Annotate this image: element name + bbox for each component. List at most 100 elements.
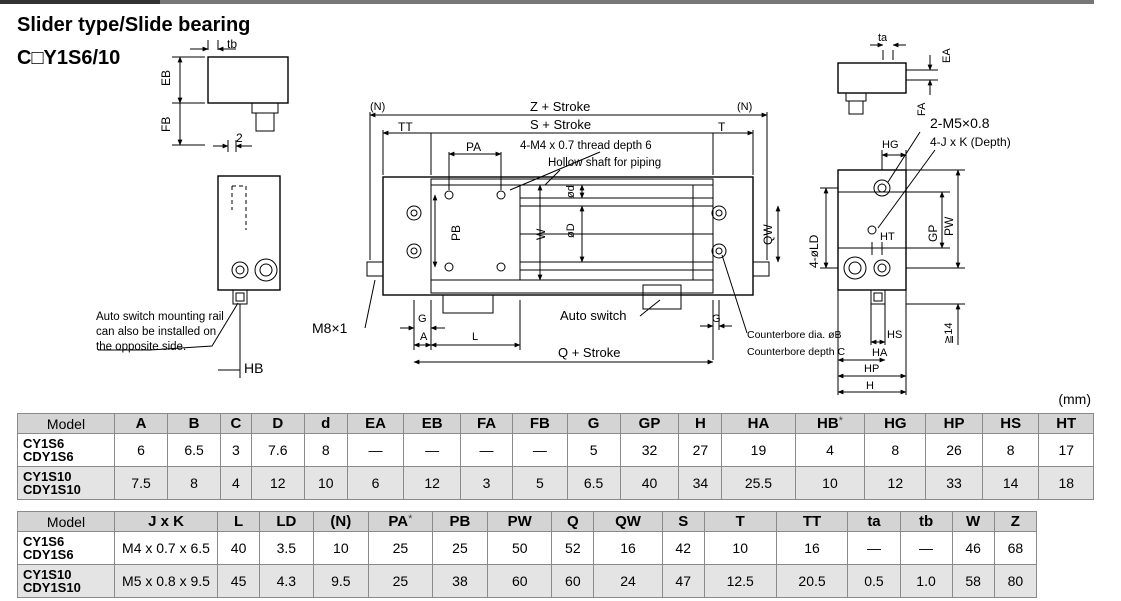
col-header: Q (551, 511, 595, 532)
table-cell: 40 (619, 466, 680, 500)
col-header: TT (775, 511, 849, 532)
table-cell: 12 (864, 466, 927, 500)
col-header: T (703, 511, 777, 532)
col-header: J x K (114, 511, 218, 532)
label-ld: 4-øLD (807, 234, 821, 268)
table-cell: 40 (216, 531, 261, 565)
table-cell: 24 (593, 564, 663, 598)
label-s-stroke: S + Stroke (530, 117, 591, 132)
label-tb: tb (227, 37, 237, 51)
rail-note-line1: Auto switch mounting rail (96, 311, 224, 323)
table-cell: 10 (794, 466, 866, 500)
table-cell: 6 (113, 433, 169, 467)
model-name: CDY1S6 (23, 547, 74, 562)
label-z-stroke: Z + Stroke (530, 99, 590, 114)
table-cell: 3 (220, 433, 252, 467)
table-cell: 25 (431, 531, 489, 565)
table-cell: 1.0 (899, 564, 953, 598)
table-cell: 18 (1038, 466, 1094, 500)
col-header: EB (403, 413, 461, 434)
label-qw: QW (761, 224, 775, 245)
table-cell: 12 (250, 466, 305, 500)
table-cell: 3 (459, 466, 514, 500)
col-header: HT (1038, 413, 1094, 434)
unit-label: (mm) (1058, 391, 1091, 407)
label-ha: HA (872, 347, 888, 359)
label-hollow: Hollow shaft for piping (548, 157, 661, 169)
table-cell: 60 (551, 564, 595, 598)
col-header: EA (346, 413, 405, 434)
left-top-view (172, 40, 289, 146)
table-cell: 38 (431, 564, 489, 598)
label-hg: HG (882, 139, 899, 151)
table-cell: 4.3 (259, 564, 314, 598)
label-cb-depth: Counterbore depth C (747, 346, 845, 358)
label-n-right: (N) (737, 101, 752, 113)
dimensions-table-1: Model A B C D d EA EB FA FB G GP H HA HB… (17, 413, 1094, 500)
label-pb: PB (449, 225, 463, 241)
footnote-mark: * (838, 415, 843, 427)
col-header: Model (17, 413, 115, 434)
table-cell: 4 (794, 433, 866, 467)
section-title: Slider type/Slide bearing (17, 14, 251, 36)
table-cell: 58 (951, 564, 995, 598)
table-cell: M5 x 0.8 x 9.5 (114, 564, 218, 598)
table-cell: 0.5 (847, 564, 901, 598)
table-cell: 4 (220, 466, 252, 500)
label-g-right: G (712, 313, 721, 325)
table-cell: 7.5 (113, 466, 169, 500)
table-cell: 50 (487, 531, 553, 565)
label-jk: 4-J x K (Depth) (930, 135, 1011, 149)
col-header: D (250, 413, 305, 434)
col-header: tb (899, 511, 953, 532)
col-header: HP (925, 413, 983, 434)
col-header: HA (721, 413, 796, 434)
table-cell: — (346, 433, 405, 467)
table-cell: 10 (703, 531, 777, 565)
col-header: PW (487, 511, 553, 532)
table-cell: 9.5 (312, 564, 370, 598)
table-cell: — (403, 433, 461, 467)
col-header: GP (619, 413, 680, 434)
label-hp: HP (864, 363, 879, 375)
label-od-big: øD (565, 223, 577, 238)
col-header-text: PA (388, 513, 409, 530)
header-bar-dark (0, 0, 160, 4)
label-ht: HT (880, 231, 895, 243)
label-ea: EA (941, 48, 953, 63)
table-cell: 8 (864, 433, 927, 467)
table-cell: 12.5 (703, 564, 777, 598)
label-hs: HS (887, 329, 902, 341)
table-cell: 42 (661, 531, 705, 565)
label-t: T (718, 120, 726, 134)
table-cell: 25 (368, 564, 433, 598)
table-cell: 32 (619, 433, 680, 467)
label-a: A (420, 331, 428, 343)
label-auto-switch: Auto switch (560, 308, 626, 323)
table-cell: 60 (487, 564, 553, 598)
right-top-view (837, 42, 938, 115)
table2-header-row: Model J x K L LD (N) PA* PB PW Q QW S T … (17, 511, 1038, 532)
table-cell: 20.5 (775, 564, 849, 598)
table-cell: 25.5 (721, 466, 796, 500)
model-name: CDY1S6 (23, 449, 74, 464)
table-cell: 7.6 (250, 433, 305, 467)
rail-note-line2: can also be installed on (96, 326, 216, 338)
label-pw: PW (942, 216, 956, 236)
table-cell: 6 (346, 466, 405, 500)
model-name: CY1S10 (23, 567, 72, 582)
col-header-hb: HB* (794, 413, 866, 434)
label-q-stroke: Q + Stroke (558, 345, 621, 360)
label-fb: FB (159, 117, 173, 132)
col-header: LD (259, 511, 314, 532)
table-cell: — (847, 531, 901, 565)
label-w: W (534, 228, 548, 240)
label-ta: ta (878, 32, 888, 44)
col-header: HG (864, 413, 927, 434)
rail-note-line3: the opposite side. (96, 341, 186, 353)
col-header: G (566, 413, 621, 434)
model-name: CY1S10 (23, 469, 72, 484)
col-header-text: HB (816, 415, 839, 432)
